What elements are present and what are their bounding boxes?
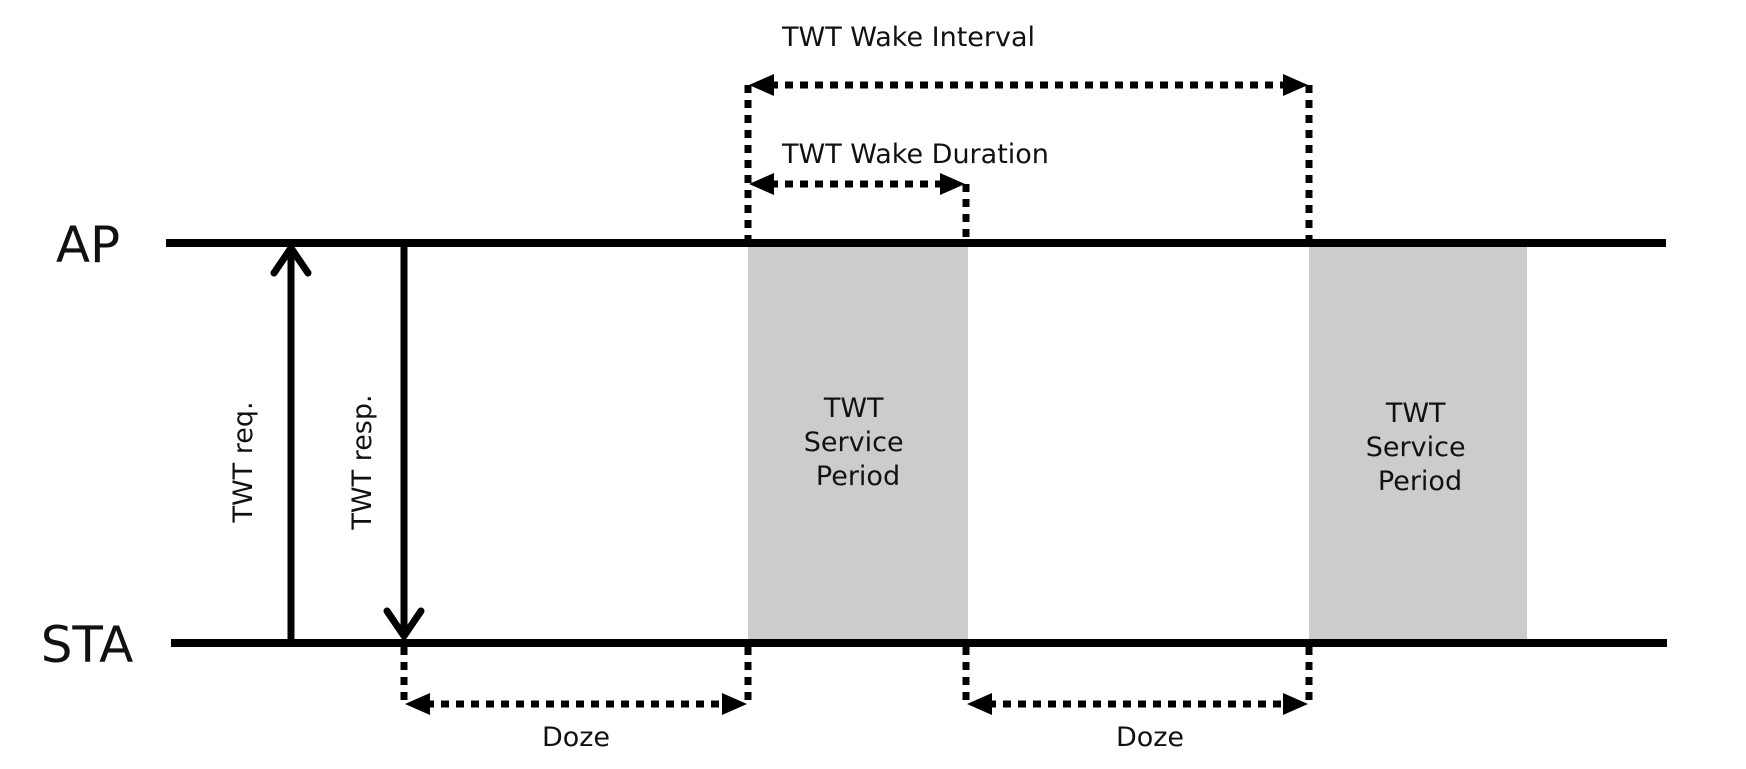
wake-duration-right-arrowhead — [940, 173, 965, 195]
twt-request-arrowhead — [270, 244, 312, 277]
sta-label: STA — [41, 616, 134, 674]
service-period-label-1: TWT Service Period — [804, 393, 912, 492]
doze-2-right-arrowhead — [1283, 693, 1308, 715]
service-period-label-2: TWT Service Period — [1366, 398, 1474, 497]
twt-request-label: TWT req. — [228, 401, 259, 523]
service-period-box-2 — [1309, 243, 1527, 643]
service-period-box-1 — [748, 243, 968, 643]
wake-interval-label: TWT Wake Interval — [781, 22, 1035, 53]
ap-label: AP — [56, 216, 120, 274]
twt-response-arrowhead — [383, 607, 425, 640]
wake-duration-label: TWT Wake Duration — [781, 139, 1049, 170]
service-period-2-line1: TWT — [1385, 398, 1446, 429]
service-period-1-line2: Service — [804, 427, 904, 458]
doze-1-right-arrowhead — [722, 693, 747, 715]
service-period-1-line1: TWT — [823, 393, 884, 424]
twt-response-label: TWT resp. — [347, 394, 378, 530]
service-period-2-line2: Service — [1366, 432, 1466, 463]
service-period-2-line3: Period — [1378, 466, 1462, 497]
service-period-1-line3: Period — [816, 461, 900, 492]
doze-1-left-arrowhead — [405, 693, 430, 715]
wake-interval-left-arrowhead — [749, 74, 774, 96]
doze-2-left-arrowhead — [967, 693, 992, 715]
wake-interval-right-arrowhead — [1283, 74, 1308, 96]
wake-duration-left-arrowhead — [749, 173, 774, 195]
doze-label-2: Doze — [1116, 722, 1184, 753]
doze-label-1: Doze — [542, 722, 610, 753]
